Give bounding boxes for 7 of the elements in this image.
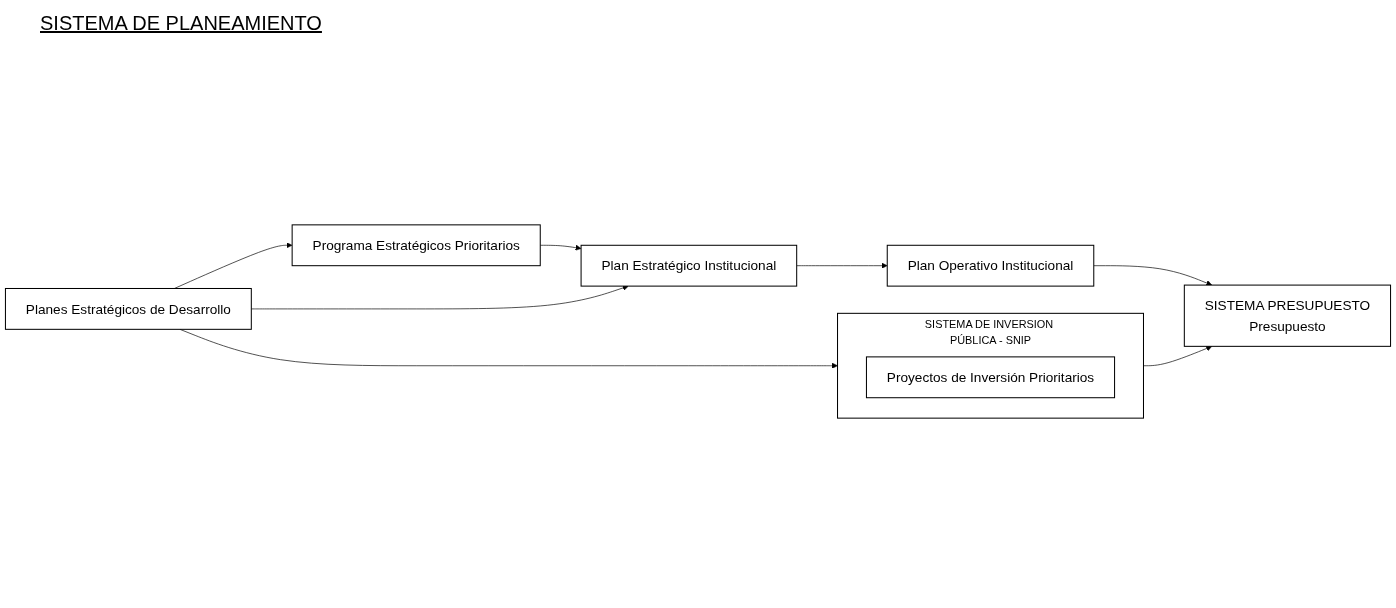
node-box: Plan Estratégico Institucional — [580, 244, 798, 287]
diagram-title: SISTEMA DE PLANEAMIENTO — [40, 12, 322, 35]
node-box: Proyectos de Inversión Prioritarios — [865, 356, 1116, 399]
node-box: SISTEMA PRESUPUESTO Presupuesto — [1183, 284, 1392, 347]
node-box: Plan Operativo Institucional — [886, 244, 1095, 287]
node-box: Planes Estratégicos de Desarrollo — [4, 288, 252, 330]
node-box: Programa Estratégicos Prioritarios — [291, 224, 541, 267]
